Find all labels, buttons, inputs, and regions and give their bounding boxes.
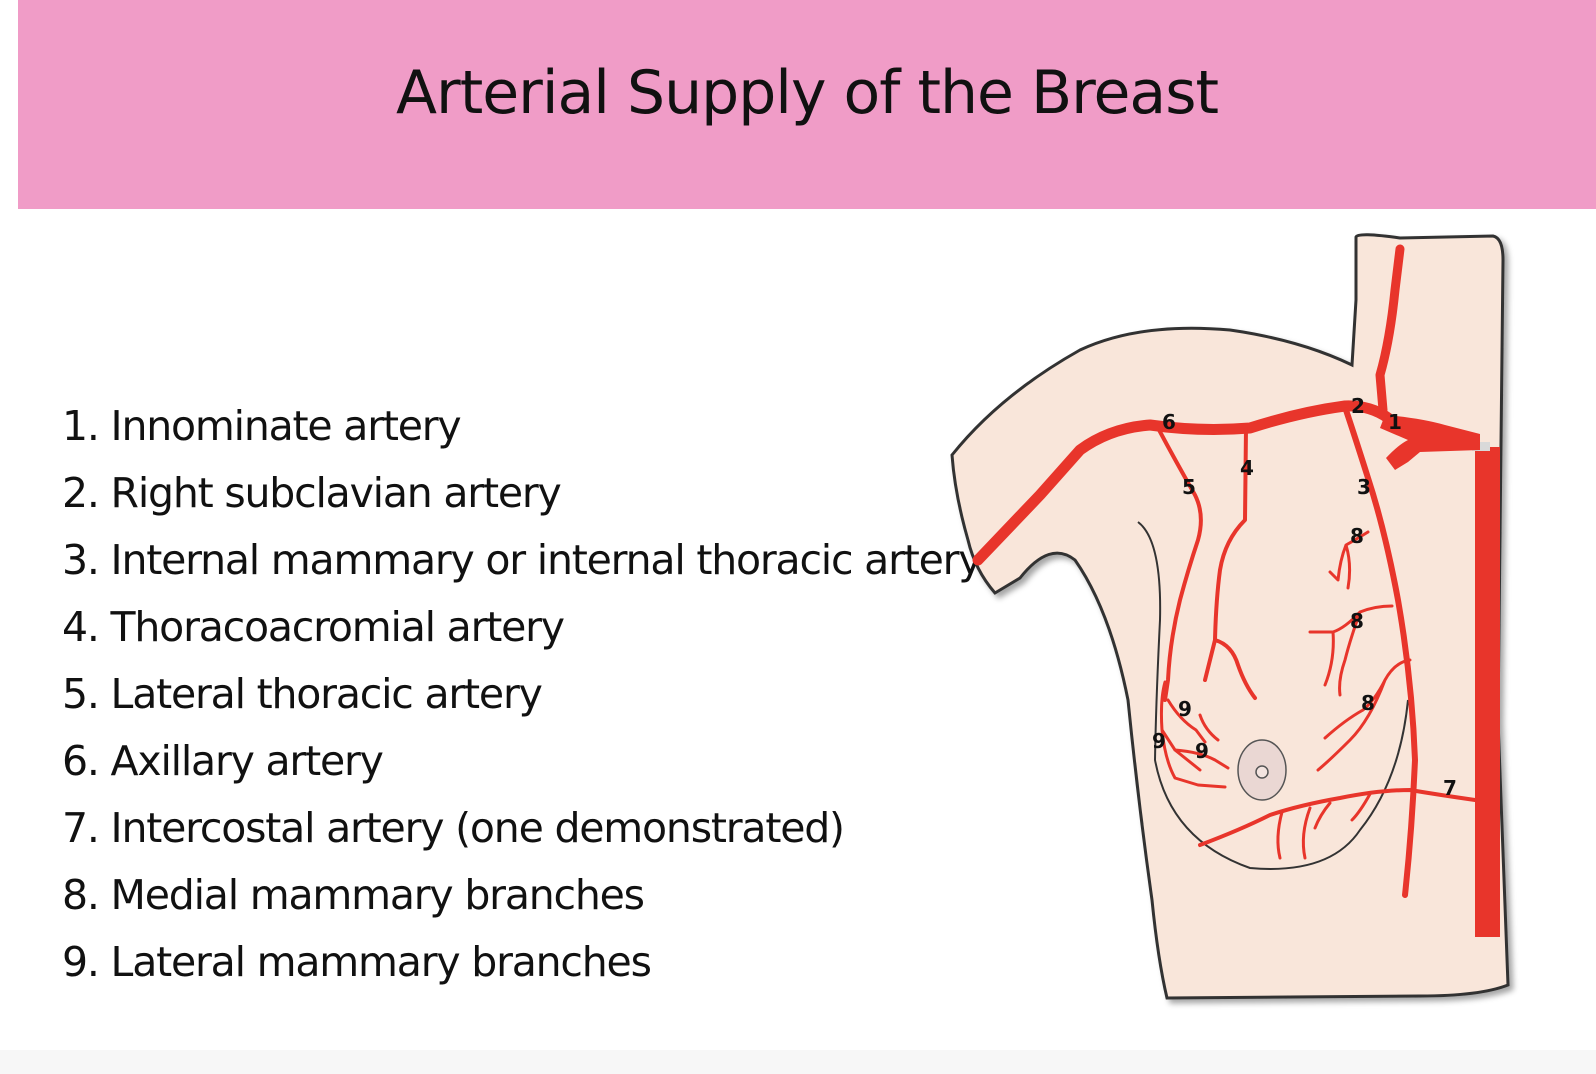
label-2: 2 [1351,394,1365,418]
label-6: 6 [1162,410,1176,434]
label-3: 3 [1357,475,1371,499]
label-5: 5 [1182,475,1196,499]
label-7: 7 [1443,776,1457,800]
nipple [1256,766,1268,778]
label-8c: 8 [1361,691,1375,715]
label-1: 1 [1388,410,1402,434]
bottom-strip [0,1050,1596,1074]
label-9a: 9 [1178,697,1192,721]
torso-silhouette [952,235,1508,998]
label-4: 4 [1240,456,1254,480]
label-9b: 9 [1152,729,1166,753]
label-8a: 8 [1350,524,1364,548]
label-8b: 8 [1350,609,1364,633]
label-9c: 9 [1195,739,1209,763]
descending-aorta [1475,447,1500,937]
